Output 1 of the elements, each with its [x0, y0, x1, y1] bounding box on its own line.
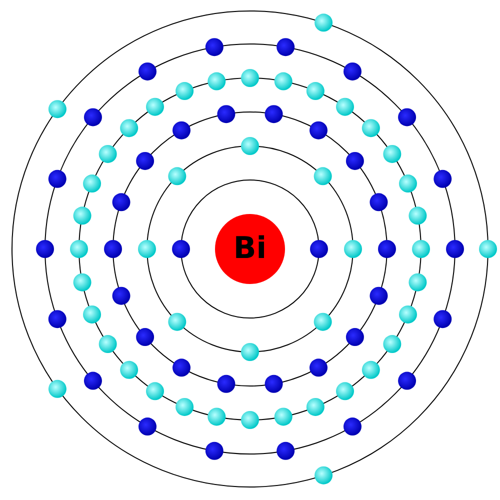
element-symbol: Bi [233, 234, 267, 264]
